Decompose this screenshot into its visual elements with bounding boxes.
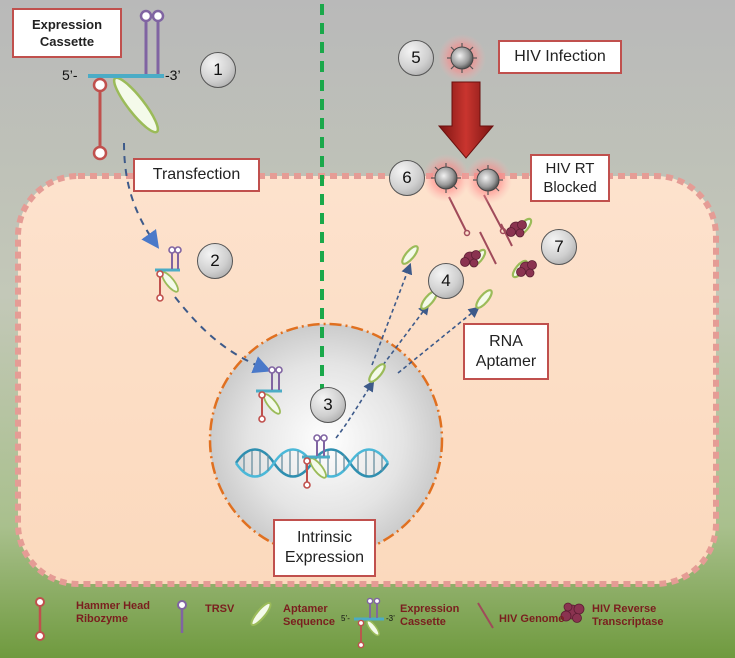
legend-hiv-genome: HIV Genome — [499, 613, 565, 625]
expression-cassette-small-2 — [155, 246, 182, 302]
expression-cassette-nucleus — [256, 366, 283, 423]
step-3-marker: 3 — [310, 387, 346, 423]
step-7-marker: 7 — [541, 229, 577, 265]
infection-arrow — [437, 81, 495, 159]
legend-cassette: Expression Cassette — [400, 603, 460, 628]
expression-cassette-label: Expression Cassette — [12, 8, 122, 58]
intrinsic-expression-label: Intrinsic Expression — [273, 519, 376, 577]
legend-hiv-rt: HIV Reverse Transcriptase — [592, 603, 664, 628]
legend-trsv: TRSV — [205, 603, 235, 615]
step-1-marker: 1 — [200, 52, 236, 88]
expression-cassette-large — [88, 9, 165, 161]
legend-hammerhead: Hammer Head Ribozyme — [76, 600, 150, 625]
step-4-marker: 4 — [428, 263, 464, 299]
rna-aptamer-label: RNA Aptamer — [463, 323, 549, 380]
legend-cassette-five: 5’- — [341, 614, 350, 623]
expression-cassette-text: Expression Cassette — [31, 17, 103, 49]
nuclear-entry-arrow — [174, 296, 272, 374]
legend-aptamer: Aptamer Sequence — [283, 603, 335, 628]
hiv-infection-label: HIV Infection — [498, 40, 622, 74]
hiv-rt-blocked-text: HIV RT Blocked — [543, 160, 597, 196]
step-6-marker: 6 — [389, 160, 425, 196]
hiv-infection-text: HIV Infection — [514, 48, 606, 65]
step-5-marker: 5 — [398, 40, 434, 76]
hiv-rt-blocked-label: HIV RT Blocked — [530, 154, 610, 202]
three-prime-end: -3’ — [165, 67, 181, 83]
hiv-virus-infection — [438, 34, 486, 82]
legend-cassette-three: -3’ — [386, 614, 395, 623]
transfection-arrow — [123, 142, 160, 249]
five-prime-end: 5’- — [62, 67, 78, 83]
dna-helix — [234, 434, 390, 489]
transfection-text: Transfection — [152, 166, 241, 183]
transfection-label: Transfection — [133, 158, 260, 192]
rna-aptamer-text: RNA Aptamer — [475, 332, 537, 370]
export-arrows — [371, 262, 480, 374]
hiv-virus-membrane-right — [464, 156, 512, 204]
step-2-marker: 2 — [197, 243, 233, 279]
intrinsic-expression-text: Intrinsic Expression — [284, 529, 365, 566]
legend-graphics — [35, 597, 585, 649]
hiv-virus-membrane-left — [422, 154, 470, 202]
hiv-rt-blobs — [460, 220, 537, 278]
